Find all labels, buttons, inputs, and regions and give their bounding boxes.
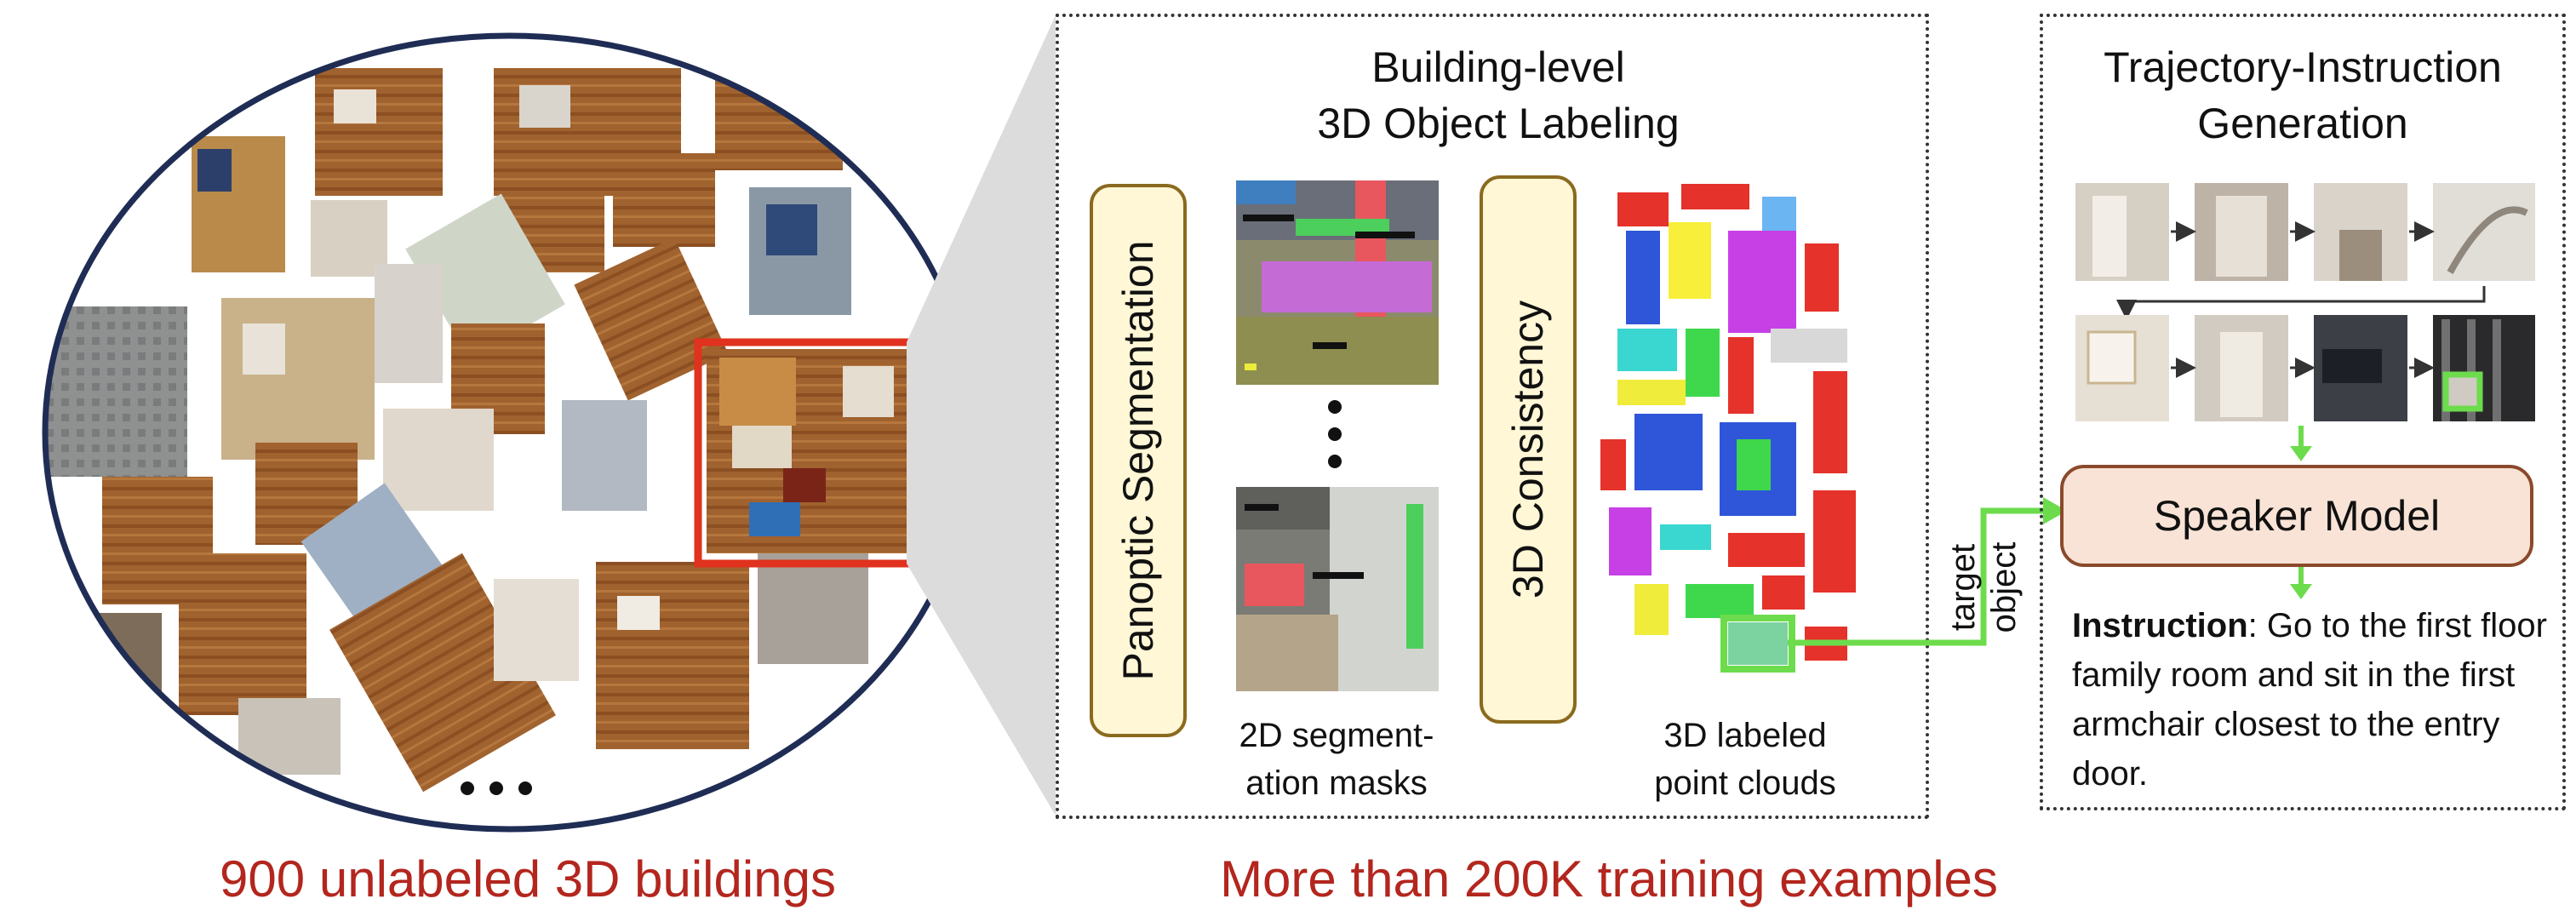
segmentation-mask-bottom (1236, 487, 1439, 691)
point-cloud (1600, 184, 1856, 673)
instruction-text: Instruction: Go to the first floor famil… (2072, 601, 2549, 799)
zoom-wedge (907, 15, 1056, 816)
consistency-label: 3D Consistency (1504, 300, 1552, 599)
trajectory-panel (2040, 14, 2566, 810)
masks-caption-line2: ation masks (1245, 764, 1428, 802)
speaker-model-label: Speaker Model (2153, 492, 2441, 540)
point-clouds-caption: 3D labeled point clouds (1600, 712, 1890, 807)
left-caption: 900 unlabeled 3D buildings (220, 850, 836, 907)
trajectory-frames (2075, 183, 2535, 421)
clouds-caption-line1: 3D labeled (1663, 717, 1827, 754)
target-object-arrow (1788, 497, 2067, 646)
ellipsis-dots (453, 781, 540, 799)
labeling-panel (1056, 14, 1929, 819)
right-caption: More than 200K training examples (1220, 850, 1998, 907)
down-arrow-2 (2290, 567, 2312, 599)
arrow-label-line1: target (1944, 543, 1982, 632)
vertical-ellipsis (1328, 400, 1342, 468)
trajectory-title-line2: Generation (2197, 100, 2408, 147)
floorplan-illustration (42, 32, 976, 833)
instruction-body: : Go to the first floor family room and … (2072, 607, 2547, 793)
masks-caption: 2D segment- ation masks (1209, 712, 1464, 807)
clouds-caption-line2: point clouds (1654, 764, 1836, 802)
panoptic-label: Panoptic Segmentation (1114, 240, 1162, 681)
down-arrow-1 (2290, 426, 2312, 461)
panoptic-segmentation-box: Panoptic Segmentation (1090, 184, 1187, 737)
target-object-label: target object (1932, 532, 2035, 643)
selected-building (707, 349, 907, 553)
arrow-label-line2: object (1985, 541, 2023, 633)
labeling-title-line1: Building-level (1371, 43, 1625, 91)
labeling-title: Building-level 3D Object Labeling (1243, 39, 1754, 152)
instruction-label: Instruction (2072, 607, 2248, 644)
3d-consistency-box: 3D Consistency (1480, 175, 1577, 724)
trajectory-title-line1: Trajectory-Instruction (2104, 43, 2502, 91)
trajectory-title: Trajectory-Instruction Generation (2052, 39, 2554, 152)
labeling-title-line2: 3D Object Labeling (1317, 100, 1680, 147)
segmentation-mask-top (1236, 180, 1439, 385)
masks-caption-line1: 2D segment- (1239, 717, 1434, 754)
speaker-model-box: Speaker Model (2060, 465, 2533, 567)
